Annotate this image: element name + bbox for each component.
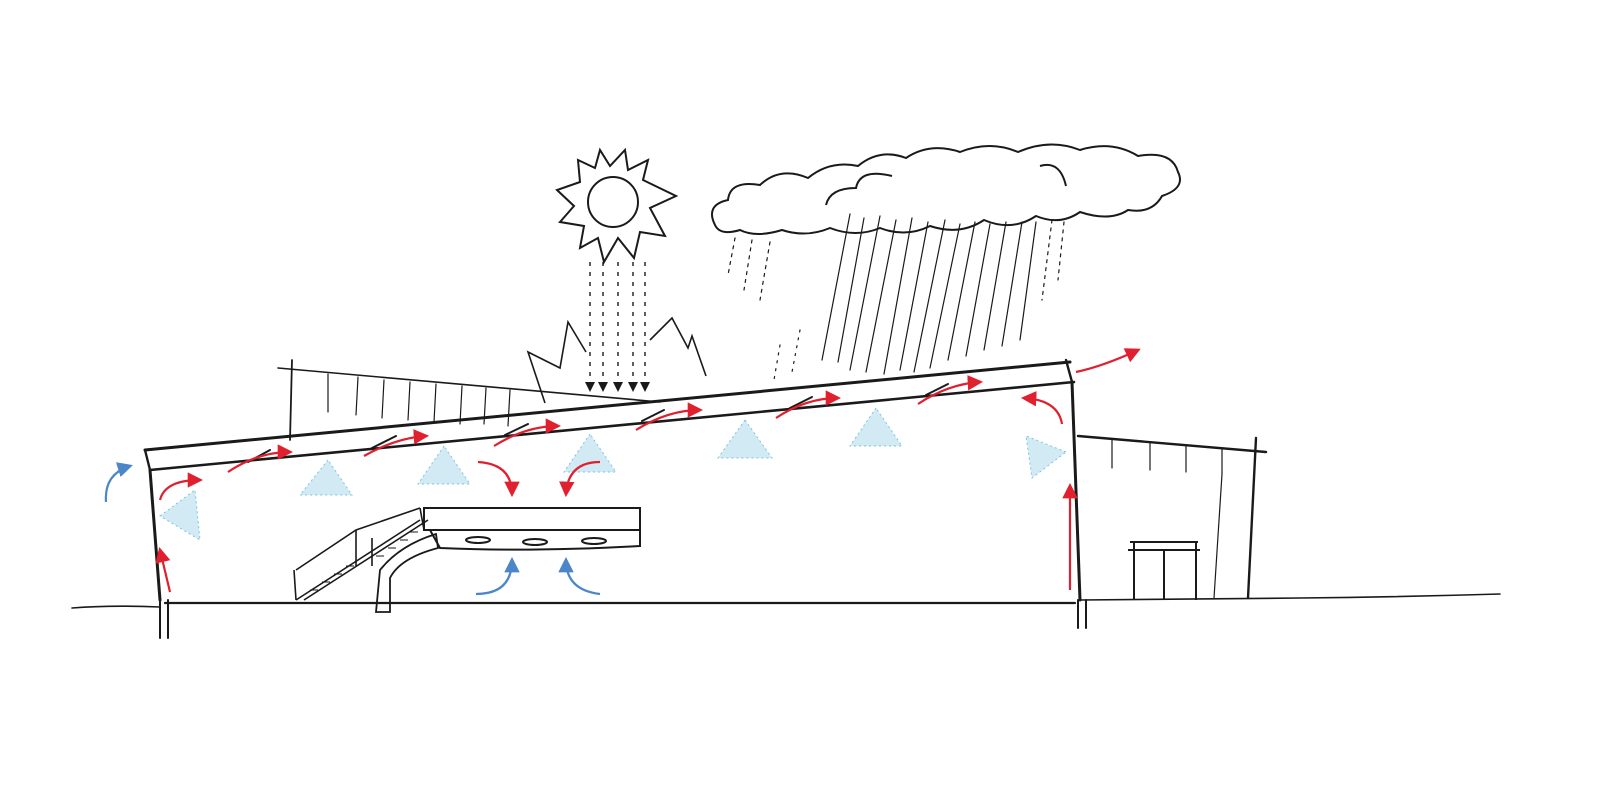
warm-air-arrow xyxy=(559,460,601,498)
mist-nozzle xyxy=(298,459,353,496)
cool-air-arrow xyxy=(104,462,133,503)
rain-cloud-icon xyxy=(711,143,1181,235)
warm-air-arrow xyxy=(477,460,520,498)
mist-nozzle xyxy=(717,419,773,459)
warm-air-arrow xyxy=(1020,391,1064,425)
ground-line xyxy=(71,593,1501,609)
warm-air-arrow xyxy=(1075,348,1141,374)
cool-airflow-arrows xyxy=(104,462,601,596)
mist-nozzles xyxy=(159,407,1068,541)
annex-building xyxy=(1076,434,1268,600)
cool-air-arrow xyxy=(558,556,601,596)
warm-air-arrow xyxy=(363,429,430,457)
mist-nozzle xyxy=(1025,435,1068,479)
warm-air-arrow xyxy=(635,402,704,431)
cool-air-arrow xyxy=(475,556,520,596)
warm-air-arrow xyxy=(227,444,294,473)
building-section xyxy=(143,358,1087,639)
warm-airflow-arrows xyxy=(155,348,1141,593)
warm-air-arrow xyxy=(775,390,842,419)
staircase xyxy=(293,507,429,601)
warm-air-arrow xyxy=(917,375,984,405)
mist-nozzle xyxy=(563,433,617,473)
mist-nozzle xyxy=(417,445,471,485)
warm-air-arrow xyxy=(155,547,172,593)
sun-icon xyxy=(526,147,707,404)
warm-air-arrow xyxy=(158,472,204,501)
double-door-icon xyxy=(1128,541,1200,600)
mist-nozzle xyxy=(159,489,201,541)
rain-icon xyxy=(727,213,1065,381)
warm-air-arrow xyxy=(493,418,562,447)
mist-nozzle xyxy=(849,407,903,447)
